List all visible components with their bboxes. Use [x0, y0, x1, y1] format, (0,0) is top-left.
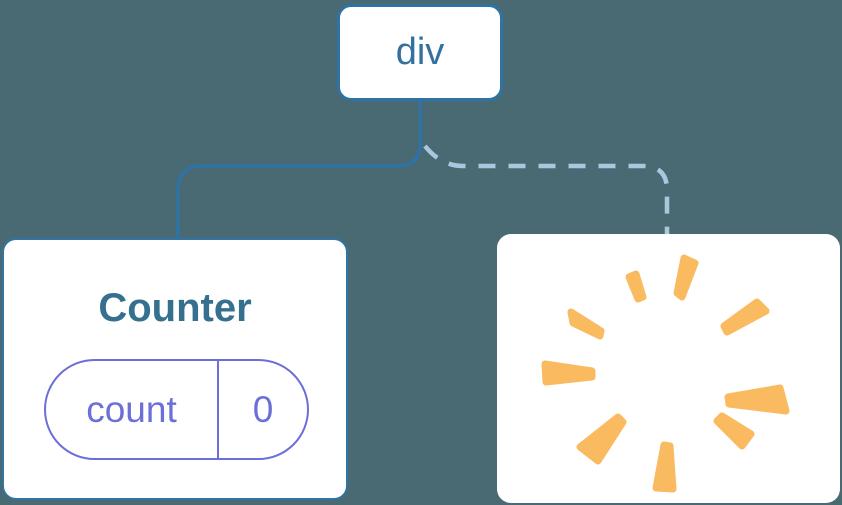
solid-connector-line	[176, 100, 423, 240]
state-pill-value: 0	[252, 388, 274, 430]
counter-node-title: Counter	[98, 286, 252, 330]
state-pill-key: count	[46, 361, 219, 458]
tree-node-div: div	[337, 4, 503, 101]
tree-node-destroyed	[497, 234, 840, 503]
poof-starburst-icon	[541, 254, 790, 493]
div-node-label: div	[395, 31, 445, 73]
state-pill: count 0	[44, 359, 309, 460]
tree-node-counter: Counter count 0	[2, 238, 348, 500]
dashed-connector-line	[423, 144, 670, 234]
